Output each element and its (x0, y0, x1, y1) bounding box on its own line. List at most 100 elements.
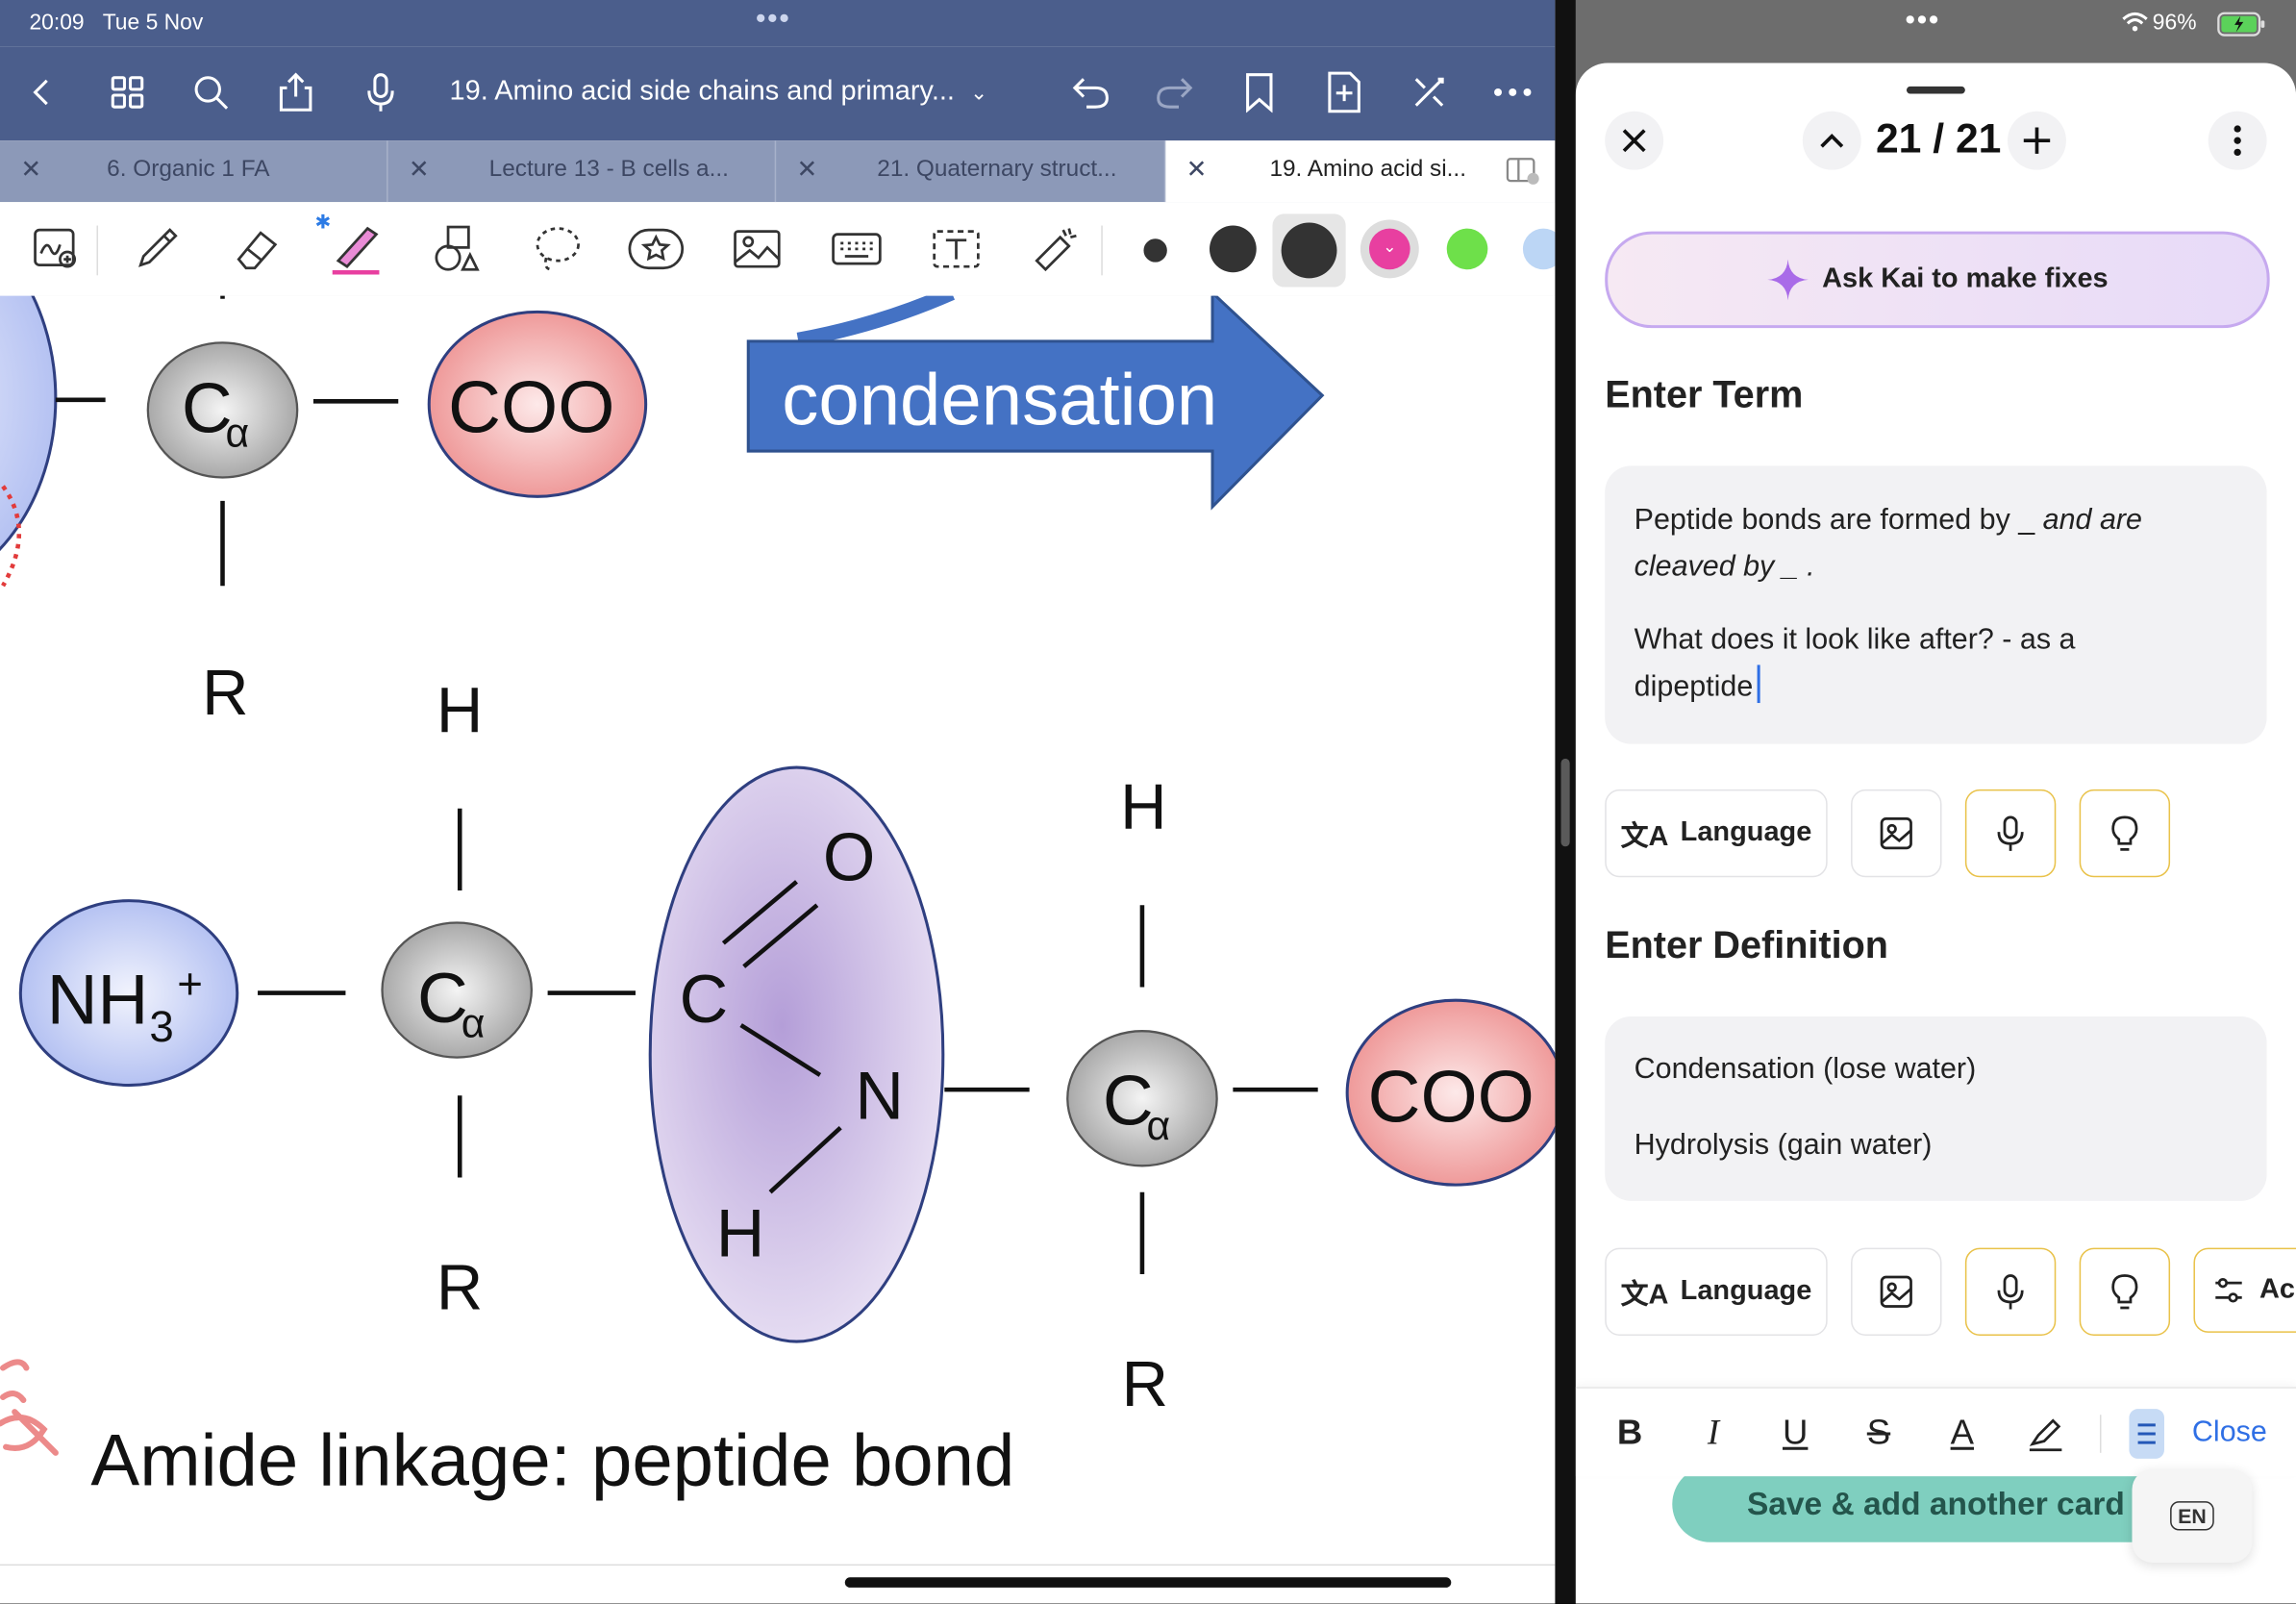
card-options-icon[interactable] (2208, 111, 2267, 170)
status-bar: 20:09 Tue 5 Nov ••• (0, 0, 1556, 47)
sticker-icon[interactable] (627, 219, 686, 278)
sparkle-icon (1767, 259, 1809, 301)
svg-text:R: R (437, 1252, 483, 1324)
highlight-icon[interactable] (2021, 1409, 2071, 1459)
pink-ink-scribble (0, 1359, 59, 1456)
zoom-window-icon[interactable] (28, 219, 87, 278)
definition-image-button[interactable] (1851, 1247, 1942, 1336)
save-and-add-button[interactable]: Save & add another card (1672, 1466, 2200, 1542)
stroke-size-small[interactable] (1143, 238, 1167, 263)
image-icon[interactable] (728, 219, 786, 278)
color-pink-selected[interactable]: ⌄ (1360, 219, 1419, 279)
laser-pointer-icon[interactable] (1025, 219, 1084, 278)
notes-app: 20:09 Tue 5 Nov ••• 19. Amino acid side … (0, 0, 1556, 1604)
text-box-icon[interactable] (927, 219, 986, 278)
back-icon[interactable] (17, 67, 67, 117)
grid-view-icon[interactable] (103, 67, 153, 117)
condensation-label: condensation (782, 360, 1217, 441)
add-page-icon[interactable] (1319, 67, 1369, 117)
microphone-icon[interactable] (356, 67, 406, 117)
tab-organic[interactable]: ✕ 6. Organic 1 FA (0, 140, 388, 203)
svg-text:-: - (599, 373, 610, 409)
svg-text:α: α (462, 1000, 486, 1046)
definition-text-field[interactable]: Condensation (lose water) Hydrolysis (ga… (1605, 1015, 2267, 1201)
status-time: 20:09 Tue 5 Nov (29, 10, 204, 36)
pen-tools-icon[interactable] (1405, 67, 1455, 117)
strikethrough-icon[interactable]: S (1866, 1413, 1891, 1453)
term-hint-button[interactable] (2079, 789, 2171, 878)
close-tab-icon[interactable]: ✕ (20, 155, 42, 184)
list-icon[interactable] (2129, 1409, 2164, 1459)
italic-icon[interactable]: I (1707, 1414, 1720, 1453)
bold-icon[interactable]: B (1616, 1413, 1643, 1453)
ca-top-label: C (182, 369, 233, 447)
amino-group (18, 899, 239, 1088)
nh3-label: NH (47, 962, 149, 1040)
translate-icon: 文A (1620, 1279, 1669, 1311)
home-indicator[interactable] (844, 1577, 1452, 1588)
carboxylate-top (427, 310, 648, 498)
sliders-icon (2215, 1277, 2242, 1303)
keyboard-icon[interactable] (827, 219, 886, 278)
split-view-resize-handle[interactable] (1560, 758, 1570, 847)
definition-hint-button[interactable] (2079, 1247, 2171, 1336)
ask-kai-button[interactable]: Ask Kai to make fixes (1605, 231, 2270, 329)
redo-icon[interactable] (1150, 67, 1200, 117)
drawing-toolbar: ✱ (0, 202, 1556, 298)
svg-text:C: C (1103, 1063, 1154, 1140)
oxygen-label: O (823, 819, 875, 894)
color-green[interactable] (1446, 228, 1488, 270)
microphone-icon (1997, 1274, 2024, 1310)
definition-voice-button[interactable] (1964, 1247, 2057, 1336)
alpha-carbon-2 (1066, 1030, 1218, 1167)
tab-lecture-13[interactable]: ✕ Lecture 13 - B cells a... (388, 140, 777, 203)
lasso-icon[interactable] (529, 219, 587, 278)
sheet-grabber[interactable] (1906, 86, 1965, 94)
definition-advanced-button[interactable]: Ac (2193, 1247, 2296, 1333)
flashcard-app: ••• 96% 21 / 21 (1575, 0, 2296, 1604)
formatting-toolbar: B I U S A Close (1575, 1387, 2296, 1477)
color-light-blue[interactable] (1522, 228, 1556, 270)
previous-card-icon[interactable] (1802, 111, 1861, 170)
svg-text:R: R (1122, 1348, 1168, 1420)
search-icon[interactable] (186, 67, 236, 117)
term-voice-button[interactable] (1964, 789, 2057, 878)
bluetooth-icon: ✱ (314, 211, 332, 234)
bookmark-icon[interactable] (1235, 67, 1285, 117)
shapes-icon[interactable] (428, 219, 487, 278)
eraser-icon[interactable] (227, 219, 286, 278)
more-icon[interactable] (1487, 67, 1537, 117)
split-view-icon[interactable] (1506, 157, 1541, 186)
stroke-size-large-selected[interactable] (1272, 213, 1346, 288)
add-card-icon[interactable] (2008, 111, 2066, 170)
lightbulb-icon (2111, 815, 2138, 851)
close-tab-icon[interactable]: ✕ (408, 155, 430, 184)
close-icon[interactable] (1605, 111, 1664, 170)
tab-quaternary[interactable]: ✕ 21. Quaternary struct... (776, 140, 1166, 203)
share-icon[interactable] (271, 67, 321, 117)
keyboard-language-button[interactable]: EN (2132, 1468, 2253, 1564)
document-title-dropdown[interactable]: 19. Amino acid side chains and primary..… (449, 76, 987, 108)
page-canvas[interactable]: C α COO - R condensation H NH 3 + (0, 295, 1556, 1565)
tab-amino-acid[interactable]: ✕ 19. Amino acid si... (1165, 140, 1556, 203)
close-tab-icon[interactable]: ✕ (796, 155, 818, 184)
underline-icon[interactable]: U (1782, 1413, 1809, 1453)
svg-text:C: C (417, 960, 468, 1038)
ca-top-subscript: α (226, 411, 250, 457)
close-tab-icon[interactable]: ✕ (1185, 155, 1208, 184)
close-keyboard-button[interactable]: Close (2191, 1416, 2267, 1449)
multitasking-dots[interactable]: ••• (755, 3, 791, 36)
term-text-field[interactable]: Peptide bonds are formed by _ and are cl… (1605, 465, 2267, 744)
term-image-button[interactable] (1851, 789, 1942, 878)
undo-icon[interactable] (1066, 67, 1116, 117)
microphone-icon (1997, 815, 2024, 851)
multitasking-dots[interactable]: ••• (1905, 4, 1940, 38)
curved-arrow-stub (796, 295, 956, 347)
battery-percent: 96% (2152, 10, 2197, 36)
pen-icon[interactable] (128, 219, 187, 278)
highlighter-icon[interactable]: ✱ (314, 211, 386, 278)
text-color-icon[interactable]: A (1950, 1413, 1975, 1453)
stroke-size-medium[interactable] (1209, 225, 1257, 273)
